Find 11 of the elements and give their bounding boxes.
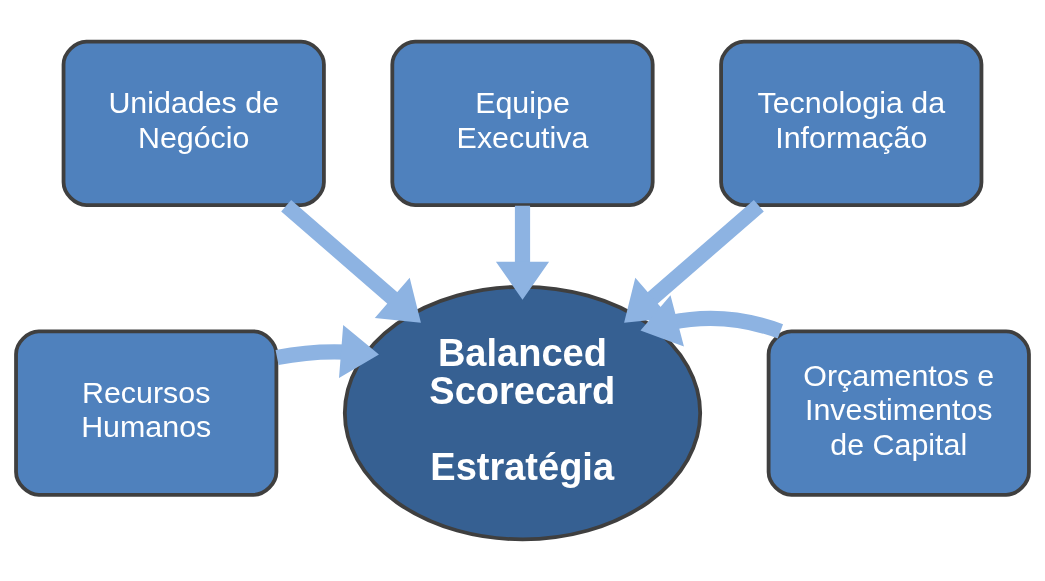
arrow [275, 325, 379, 379]
arrow [624, 199, 764, 323]
node-box: Tecnologia da Informação [719, 39, 984, 207]
arrow [495, 205, 550, 300]
arrow [640, 295, 783, 347]
node-box: Orçamentos e Investimentos de Capital [766, 329, 1031, 497]
arrow [281, 199, 421, 323]
node-box: Recursos Humanos [14, 329, 279, 497]
node-box: Unidades de Negócio [61, 39, 326, 207]
node-box: Equipe Executiva [390, 39, 655, 207]
node-ellipse: Balanced Scorecard Estratégia [342, 284, 703, 542]
